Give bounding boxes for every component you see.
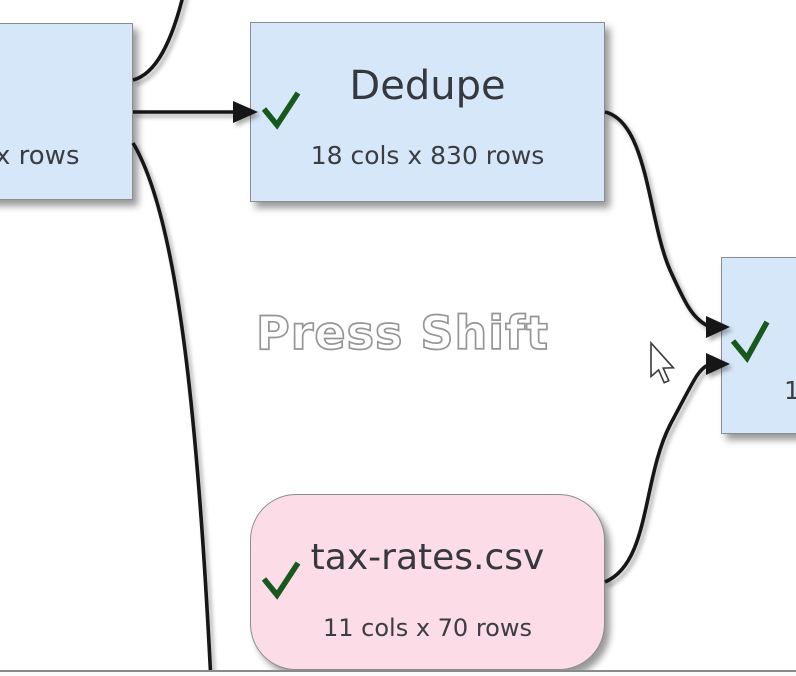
node-tax-rates-csv[interactable]: tax-rates.csv 11 cols x 70 rows [250,494,605,670]
connector-taxrates-to-right[interactable] [604,363,709,584]
node-subtitle: 11 cols x 70 rows [322,614,532,642]
connector-left-to-top[interactable] [132,0,184,82]
mouse-cursor-icon [650,340,676,384]
node-title: tax-rates.csv [310,537,545,578]
press-shift-hint: Press Shift [255,305,550,361]
node-title: Dedupe [349,63,506,109]
connector-dedupe-to-right[interactable] [604,110,709,328]
node-left-partial[interactable]: x rows [0,23,133,200]
canvas-bottom-divider [0,670,796,672]
canvas-bottom-strip [0,672,796,676]
node-subtitle: 1 [784,376,796,405]
node-subtitle: x rows [0,141,80,171]
node-dedupe[interactable]: Dedupe 18 cols x 830 rows [250,22,605,202]
node-subtitle: 18 cols x 830 rows [310,141,545,170]
connector-left-to-bottom[interactable] [131,142,213,676]
node-right-partial[interactable]: 1 [721,257,796,434]
